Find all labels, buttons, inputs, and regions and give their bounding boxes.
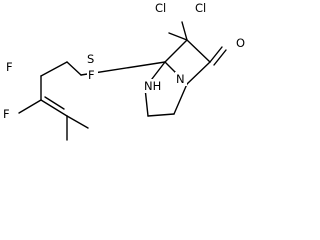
- bond-c8-c9: [147, 113, 175, 117]
- bond-c6-cl2: [168, 32, 188, 41]
- atom-label-f: F: [3, 107, 10, 121]
- bond-c7-o-double-a: [209, 46, 223, 63]
- molecule-structure-diagram: F F F S Cl Cl O N NH: [3, 1, 246, 141]
- atom-label-nh: NH: [144, 79, 161, 93]
- atom-label-o: O: [236, 36, 245, 50]
- atom-label-s: S: [87, 52, 94, 66]
- bond-c7-n: [186, 61, 211, 85]
- bond-c4-s: [66, 61, 82, 76]
- bond-c6-c7: [186, 39, 211, 63]
- atom-label-n: N: [176, 72, 185, 86]
- bond-c7-o-double-b: [213, 49, 227, 66]
- bond-c2-c3: [18, 99, 42, 114]
- atom-label-cl: Cl: [195, 1, 206, 15]
- atom-label-cl: Cl: [155, 1, 166, 15]
- bond-c1-c2-double-b: [44, 96, 65, 110]
- bond-spiro-c6: [164, 39, 188, 63]
- atom-label-f: F: [88, 68, 95, 82]
- bond-c3-c4: [40, 61, 68, 77]
- bond-c6-cl1: [181, 21, 188, 41]
- atom-label-f: F: [6, 60, 13, 74]
- bond-c1-f: [66, 115, 89, 129]
- bond-c1-c2-double-a: [40, 99, 68, 117]
- bond-c9-n: [173, 83, 188, 115]
